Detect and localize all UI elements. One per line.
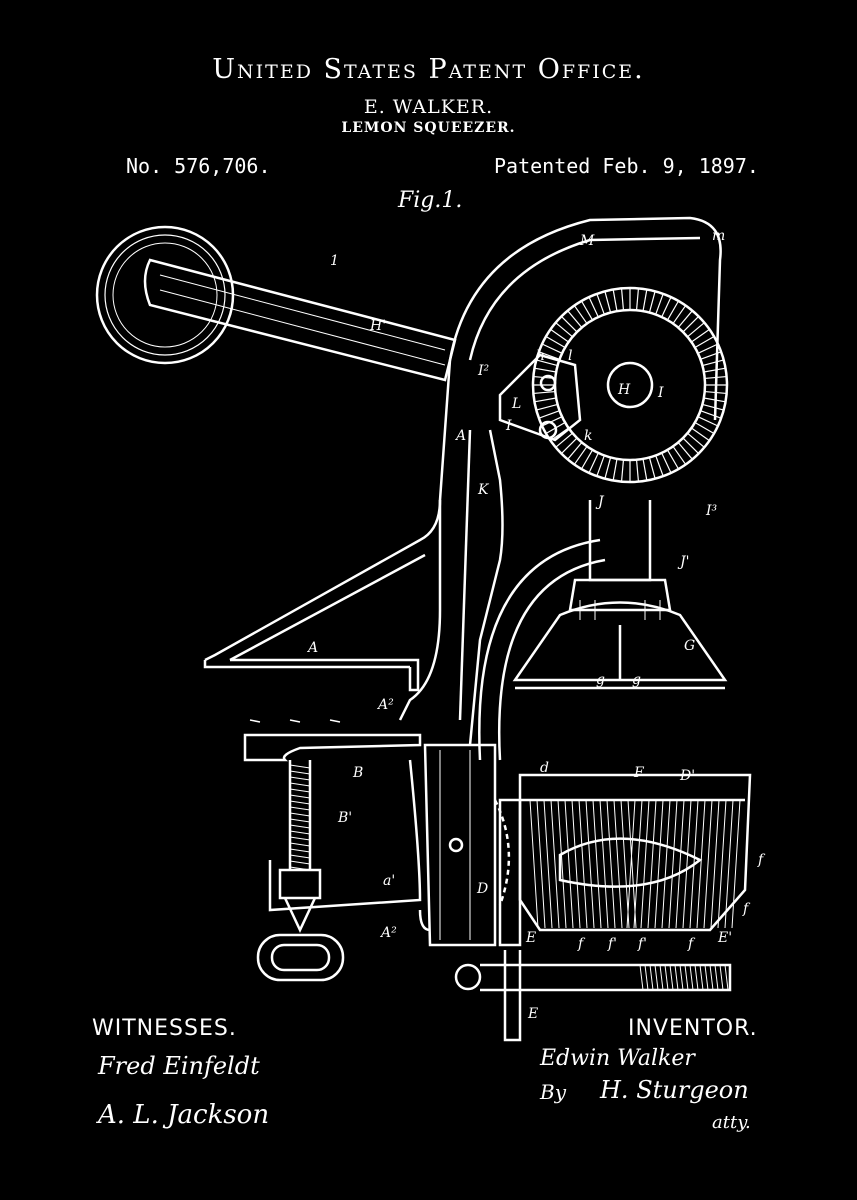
- part-label: J': [677, 554, 689, 570]
- part-label: l: [568, 348, 572, 364]
- part-label: f: [687, 936, 696, 952]
- part-label: I²: [477, 363, 490, 379]
- inventor-name: E. WALKER.: [363, 96, 494, 118]
- witnesses-heading: WITNESSES.: [92, 1016, 237, 1041]
- part-label: D: [476, 881, 488, 897]
- attorney-signature: H. Sturgeon: [600, 1076, 749, 1104]
- attorney-title: atty.: [712, 1112, 751, 1133]
- part-label: H: [617, 382, 631, 398]
- patent-number: No. 576,706.: [126, 154, 271, 178]
- invention-subject: LEMON SQUEEZER.: [341, 120, 516, 136]
- part-label: E: [525, 930, 536, 946]
- part-label: a': [383, 873, 395, 889]
- part-label: m: [712, 228, 725, 244]
- part-label: A: [306, 640, 318, 656]
- part-label: I: [657, 385, 664, 401]
- part-label: F: [633, 765, 645, 781]
- part-label: I³: [705, 503, 718, 519]
- part-label: A²: [376, 697, 394, 713]
- spindle: [454, 950, 732, 1042]
- inventor-heading: INVENTOR.: [628, 1016, 758, 1041]
- part-label: f: [577, 936, 586, 952]
- part-label: J: [595, 494, 605, 510]
- handle-knob: [95, 225, 235, 365]
- part-label: 1: [330, 253, 339, 269]
- part-label: H': [369, 318, 386, 334]
- link-plate: [498, 353, 582, 442]
- part-label: g: [632, 672, 641, 688]
- part-label: I: [505, 418, 512, 434]
- figure-label: Fig.1.: [398, 188, 463, 213]
- part-label: E: [527, 1006, 538, 1022]
- part-label: h: [536, 348, 545, 364]
- by-label: By: [540, 1080, 566, 1104]
- patent-date: Patented Feb. 9, 1897.: [494, 154, 759, 178]
- part-label: g: [596, 672, 605, 688]
- witness-signature-2: A. L. Jackson: [98, 1100, 270, 1130]
- part-label: B: [352, 765, 363, 781]
- part-label: f': [637, 936, 647, 952]
- clamp: [243, 719, 431, 982]
- part-label: G: [684, 638, 695, 654]
- gear-wheel: [531, 286, 729, 484]
- part-label: f: [757, 852, 766, 868]
- lever-arm: [143, 258, 457, 382]
- part-label: B': [337, 810, 352, 826]
- part-label: f': [607, 936, 617, 952]
- inventor-signature: Edwin Walker: [540, 1046, 695, 1071]
- part-label: A: [454, 428, 466, 444]
- part-label: A²: [379, 925, 397, 941]
- part-label: L: [511, 396, 521, 412]
- part-label: K: [477, 482, 490, 498]
- part-label: d: [540, 760, 549, 776]
- part-label: k: [584, 428, 592, 444]
- frame: [203, 216, 722, 761]
- part-label: E': [717, 930, 732, 946]
- part-label: D': [679, 768, 695, 784]
- part-label: f: [742, 901, 751, 917]
- patent-office-title: United States Patent Office.: [212, 54, 645, 85]
- strainer-cup: [498, 773, 752, 947]
- part-label: M: [579, 233, 595, 249]
- post: [423, 743, 511, 947]
- witness-signature-1: Fred Einfeldt: [98, 1052, 260, 1080]
- press-cup: [512, 500, 728, 690]
